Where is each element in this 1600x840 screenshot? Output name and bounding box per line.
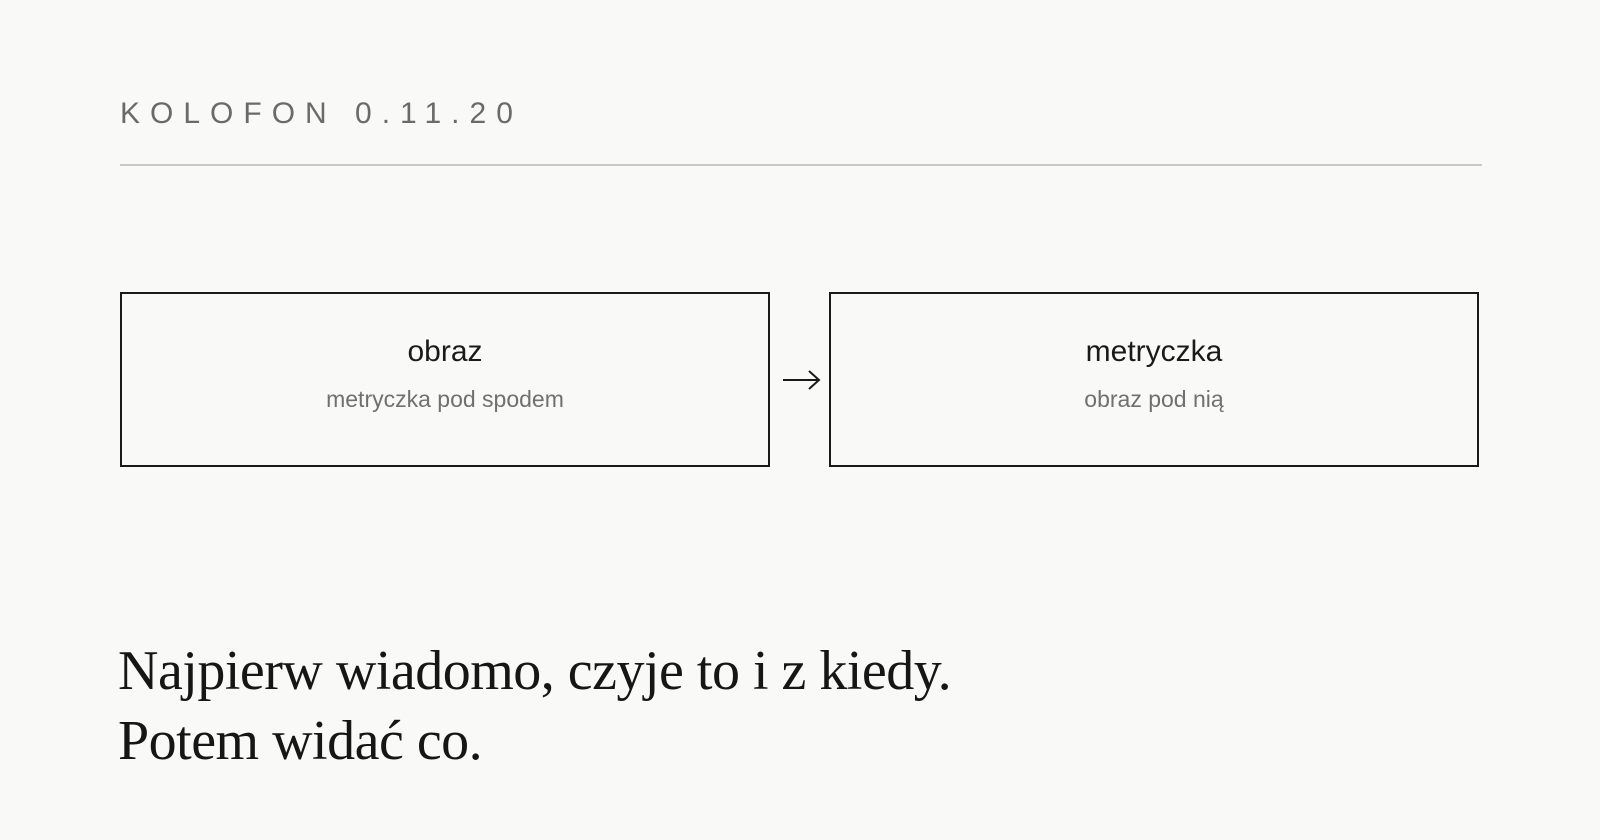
diagram-box-title: metryczka <box>1085 335 1223 368</box>
page-kicker: KOLOFON 0.11.20 <box>120 97 523 130</box>
diagram-box-subtitle: metryczka pod spodem <box>326 386 564 412</box>
header-divider <box>120 164 1482 166</box>
diagram-box-image: obraz metryczka pod spodem <box>120 292 770 467</box>
diagram-box-subtitle: obraz pod nią <box>1084 386 1224 412</box>
right-arrow-icon <box>783 370 821 390</box>
statement-line: Potem widać co. <box>118 710 483 772</box>
statement-line: Najpierw wiadomo, czyje to i z kiedy. <box>118 640 952 702</box>
diagram-box-metadata: metryczka obraz pod nią <box>829 292 1479 467</box>
statement: Najpierw wiadomo, czyje to i z kiedy. Po… <box>118 636 952 776</box>
diagram-box-title: obraz <box>407 335 483 368</box>
